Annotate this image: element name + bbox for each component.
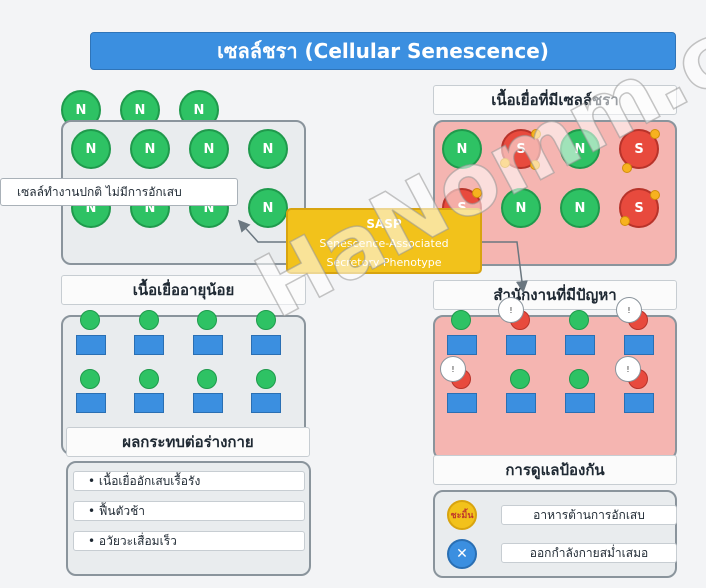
desk bbox=[134, 393, 164, 413]
normal-cell: N bbox=[501, 188, 541, 228]
complaint-bubble: ! bbox=[440, 356, 466, 382]
normal-cell: N bbox=[248, 129, 288, 169]
sasp-line2: Secretory Phenotype bbox=[326, 256, 442, 269]
sasp-box: SASP Senescence-Associated Secretory Phe… bbox=[286, 208, 482, 274]
prevention-label: การดูแลป้องกัน bbox=[433, 455, 677, 485]
desk bbox=[447, 393, 477, 413]
desk bbox=[624, 393, 654, 413]
normal-cell: N bbox=[442, 129, 482, 169]
worker-head bbox=[197, 310, 217, 330]
worker-head bbox=[569, 310, 589, 330]
desk bbox=[134, 335, 164, 355]
worker-head bbox=[256, 369, 276, 389]
prevention-item: อาหารต้านการอักเสบ bbox=[501, 505, 677, 525]
sasp-particle bbox=[500, 158, 510, 168]
sasp-particle bbox=[620, 216, 630, 226]
effect-item: • อวัยวะเสื่อมเร็ว bbox=[73, 531, 305, 551]
turmeric-icon: ชะมิ้น bbox=[447, 500, 477, 530]
desk bbox=[251, 335, 281, 355]
desk bbox=[506, 335, 536, 355]
worker-head bbox=[139, 310, 159, 330]
young-tissue-label: เนื้อเยื่ออายุน้อย bbox=[61, 275, 306, 305]
worker-head bbox=[451, 310, 471, 330]
sasp-title: SASP bbox=[366, 217, 402, 231]
desk bbox=[76, 393, 106, 413]
desk bbox=[624, 335, 654, 355]
sasp-particle bbox=[472, 188, 482, 198]
sasp-particle bbox=[622, 163, 632, 173]
normal-cell: N bbox=[189, 129, 229, 169]
desk bbox=[193, 335, 223, 355]
complaint-bubble: ! bbox=[498, 297, 524, 323]
desk bbox=[76, 335, 106, 355]
normal-cell: N bbox=[560, 129, 600, 169]
sasp-particle bbox=[530, 160, 540, 170]
arrow-to-problem-office bbox=[482, 241, 528, 293]
worker-head bbox=[80, 310, 100, 330]
worker-head bbox=[80, 369, 100, 389]
complaint-bubble: ! bbox=[615, 356, 641, 382]
senescent-tissue-label: เนื้อเยื่อที่มีเซลล์ชรา bbox=[433, 85, 677, 115]
normal-cell: N bbox=[130, 129, 170, 169]
worker-head bbox=[139, 369, 159, 389]
page-title: เซลล์ชรา (Cellular Senescence) bbox=[90, 32, 676, 70]
desk bbox=[251, 393, 281, 413]
effect-item: • ฟื้นตัวช้า bbox=[73, 501, 305, 521]
normal-cell: N bbox=[560, 188, 600, 228]
arrow-to-callout bbox=[237, 219, 286, 243]
sasp-particle bbox=[531, 129, 541, 139]
desk bbox=[193, 393, 223, 413]
sasp-particle bbox=[650, 190, 660, 200]
prevention-item: ออกกำลังกายสม่ำเสมอ bbox=[501, 543, 677, 563]
desk bbox=[565, 393, 595, 413]
normal-function-callout: เซลล์ทำงานปกติ ไม่มีการอักเสบ bbox=[0, 178, 238, 206]
worker-head bbox=[569, 369, 589, 389]
desk bbox=[447, 335, 477, 355]
desk bbox=[565, 335, 595, 355]
worker-head bbox=[197, 369, 217, 389]
worker-head bbox=[256, 310, 276, 330]
complaint-bubble: ! bbox=[616, 297, 642, 323]
worker-head bbox=[510, 369, 530, 389]
effect-item: • เนื้อเยื่ออักเสบเรื้อรัง bbox=[73, 471, 305, 491]
exercise-icon: ✕ bbox=[447, 539, 477, 569]
sasp-line1: Senescence-Associated bbox=[319, 237, 449, 250]
effects-label: ผลกระทบต่อร่างกาย bbox=[66, 427, 310, 457]
sasp-particle bbox=[650, 129, 660, 139]
desk bbox=[506, 393, 536, 413]
normal-cell: N bbox=[71, 129, 111, 169]
